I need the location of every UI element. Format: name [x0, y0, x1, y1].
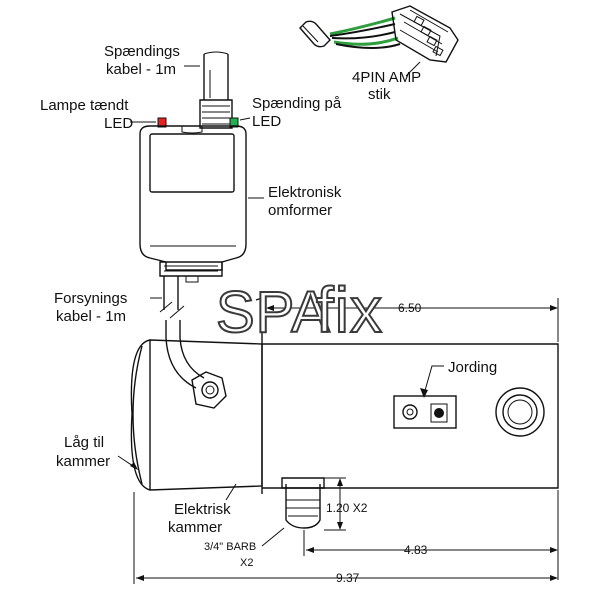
lamp-led	[157, 117, 167, 128]
ground-leader	[423, 365, 444, 395]
power-led-label-1: Spænding på	[252, 95, 342, 112]
dim-120	[324, 477, 346, 531]
barb-label-2: X2	[240, 557, 253, 569]
dim-483	[303, 490, 559, 580]
dim-650-label: 6.50	[398, 301, 422, 315]
dim-937-label: 9.37	[336, 571, 360, 585]
dim-650	[266, 298, 559, 342]
green-wire	[329, 16, 396, 36]
logo-text-fix: fix	[316, 274, 383, 346]
power-cable	[203, 51, 229, 100]
barb-label-1: 3/4" BARB	[204, 541, 256, 553]
dim-937	[133, 492, 558, 584]
converter-top-strain-relief	[199, 99, 233, 129]
connector-label-1: 4PIN AMP	[352, 69, 421, 86]
lid-label-2: kammer	[56, 453, 110, 470]
chamber-label-1: Elektrisk	[174, 501, 231, 518]
amp-connector	[299, 5, 459, 63]
ground-label: Jording	[448, 359, 497, 376]
chamber-label-2: kammer	[168, 519, 222, 536]
supply-cable	[159, 276, 185, 338]
converter-label-2: omformer	[268, 202, 332, 219]
lamp-led-label-1: Lampe tændt	[40, 97, 129, 114]
supply-cable-label-1: Forsynings	[54, 290, 127, 307]
chamber-leader	[225, 483, 237, 501]
lid-label-1: Låg til	[64, 434, 104, 451]
supply-cable-label-2: kabel - 1m	[56, 308, 126, 325]
converter-label-1: Elektronisk	[268, 184, 342, 201]
logo-text-spa: SPA	[216, 280, 331, 345]
lamp-led-label-2: LED	[104, 115, 133, 132]
barb-leader	[261, 527, 285, 547]
spafix-logo: SPA fix	[215, 273, 383, 347]
connector-leader	[405, 61, 421, 77]
dim-483-label: 4.83	[404, 543, 428, 557]
electronic-converter	[139, 125, 247, 283]
dim-120-label: 1.20 X2	[326, 501, 368, 515]
power-cable-label-2: kabel - 1m	[106, 61, 176, 78]
power-led-label-2: LED	[252, 113, 281, 130]
power-led	[229, 117, 239, 128]
heater-body	[130, 297, 559, 529]
power-led-leader	[239, 117, 251, 121]
connector-label-2: stik	[368, 86, 391, 103]
power-cable-label-1: Spændings	[104, 43, 180, 60]
